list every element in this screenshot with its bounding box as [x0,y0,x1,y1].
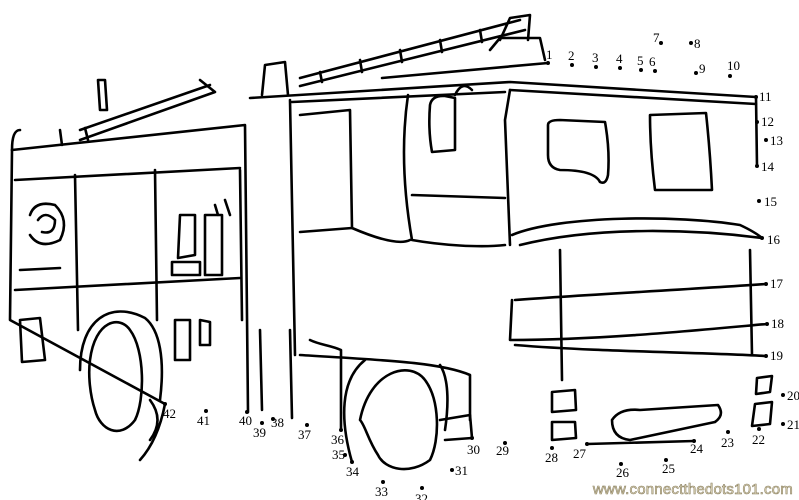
dot-label: 26 [616,465,630,480]
dot-38 [271,417,275,421]
dot-24 [692,439,696,443]
dot-label: 22 [752,432,765,447]
dot-6 [653,69,657,73]
dot-label: 6 [649,54,656,69]
dot-36 [339,428,343,432]
dot-11 [754,95,758,99]
dot-label: 20 [787,388,799,403]
dot-label: 5 [637,53,644,68]
dot-35 [343,453,347,457]
dot-10 [728,74,732,78]
dot-40 [245,410,249,414]
dot-30 [470,436,474,440]
dot-28 [550,446,554,450]
dot-label: 41 [197,413,210,428]
dot-31 [450,468,454,472]
dot-9 [694,71,698,75]
dot-label: 8 [694,36,701,51]
dot-label: 38 [271,415,284,430]
dot-label: 40 [239,413,252,428]
dot-33 [381,480,385,484]
dot-label: 30 [467,442,480,457]
dot-label: 33 [375,484,388,499]
dot-2 [570,63,574,67]
dot-label: 29 [496,443,509,458]
dot-label: 1 [546,47,553,62]
dot-label: 16 [767,232,781,247]
dot-8 [689,41,693,45]
dot-18 [765,322,769,326]
dot-22 [757,427,761,431]
dot-12 [755,120,759,124]
dot-5 [639,68,643,72]
dot-23 [726,430,730,434]
dot-15 [757,199,761,203]
dot-label: 12 [761,114,774,129]
dot-20 [781,393,785,397]
dot-3 [594,65,598,69]
dot-label: 18 [771,316,784,331]
dot-label: 34 [346,464,360,479]
dot-26 [619,462,623,466]
dot-label: 3 [592,50,599,65]
dot-label: 10 [727,58,740,73]
dot-21 [781,422,785,426]
dot-label: 21 [787,417,799,432]
dot-4 [618,66,622,70]
dot-label: 19 [770,348,783,363]
dot-label: 23 [721,435,734,450]
dot-1 [546,61,550,65]
dot-41 [204,409,208,413]
dot-label: 27 [573,446,587,461]
dot-label: 7 [653,30,660,45]
dot-label: 28 [545,450,558,465]
dot-label: 17 [770,276,784,291]
dot-32 [420,486,424,490]
dot-label: 31 [455,463,468,478]
dot-39 [260,421,264,425]
dot-14 [755,164,759,168]
dot-34 [350,460,354,464]
dot-16 [760,236,764,240]
dot-label: 39 [253,425,266,440]
dot-13 [764,138,768,142]
dot-7 [659,41,663,45]
dot-label: 15 [764,194,777,209]
dot-label: 36 [331,432,345,447]
dot-label: 11 [759,89,772,104]
dot-37 [305,423,309,427]
dot-label: 13 [770,133,783,148]
dot-17 [764,282,768,286]
dot-19 [764,354,768,358]
dot-27 [585,442,589,446]
watermark-url: www.connectthedots101.com [592,481,794,499]
dot-25 [664,458,668,462]
dot-label: 9 [699,61,706,76]
dot-label: 2 [568,48,575,63]
dot-label: 24 [690,441,704,456]
dot-label: 25 [662,461,675,476]
dot-29 [503,441,507,445]
dot-label: 32 [415,491,428,500]
dot-label: 37 [298,427,312,442]
dot-label: 14 [761,159,775,174]
dot-label: 4 [616,51,623,66]
dot-42 [163,402,167,406]
truck-outline [8,13,774,471]
dot-label: 42 [163,406,176,421]
dot-label: 35 [332,447,345,462]
